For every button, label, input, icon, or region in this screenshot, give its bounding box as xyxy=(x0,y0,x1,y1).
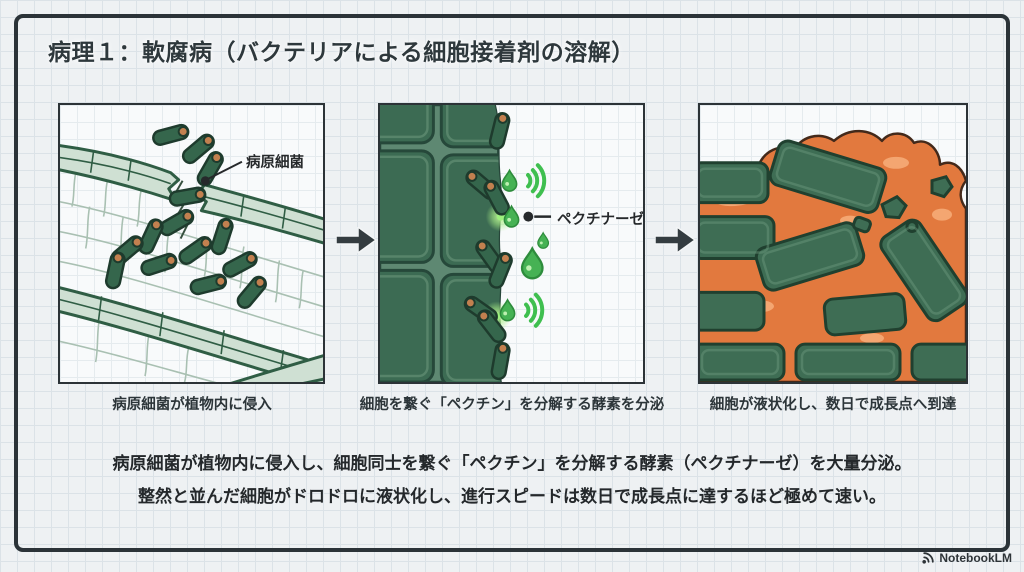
panel-invasion: 病原細菌 xyxy=(58,103,325,384)
secretion-illustration xyxy=(380,105,552,382)
arrow-right-icon xyxy=(655,227,695,253)
page-title: 病理１：軟腐病（バクテリアによる細胞接着剤の溶解） xyxy=(48,39,635,65)
caption-secretion: 細胞を繋ぐ「ペクチン」を分解する酵素を分泌 xyxy=(359,397,665,413)
panel-secretion: ペクチナーゼ xyxy=(378,103,645,384)
watermark: NotebookLM xyxy=(921,549,1012,567)
diagram-frame xyxy=(14,14,1010,552)
bacteria-label: 病原細菌 xyxy=(246,155,304,171)
caption-invasion: 病原細菌が植物内に侵入 xyxy=(112,397,272,413)
liquefaction-illustration xyxy=(700,129,966,382)
arrow-right-icon xyxy=(336,227,376,253)
notebooklm-logo-icon xyxy=(922,552,935,564)
summary-line-1: 病原細菌が植物内に侵入し、細胞同士を繋ぐ「ペクチン」を分解する酵素（ペクチナーゼ… xyxy=(112,454,912,473)
caption-liquefaction: 細胞が液状化し、数日で成長点へ到達 xyxy=(709,397,957,413)
summary-text: 病原細菌が植物内に侵入し、細胞同士を繋ぐ「ペクチン」を分解する酵素（ペクチナーゼ… xyxy=(0,447,1024,513)
summary-line-2: 整然と並んだ細胞がドロドロに液状化し、進行スピードは数日で成長点に達するほど極め… xyxy=(138,487,886,506)
panel-liquefaction xyxy=(698,103,968,384)
watermark-label: NotebookLM xyxy=(939,551,1012,565)
invasion-illustration xyxy=(60,122,323,382)
pectinase-label: ペクチナーゼ xyxy=(557,212,644,228)
